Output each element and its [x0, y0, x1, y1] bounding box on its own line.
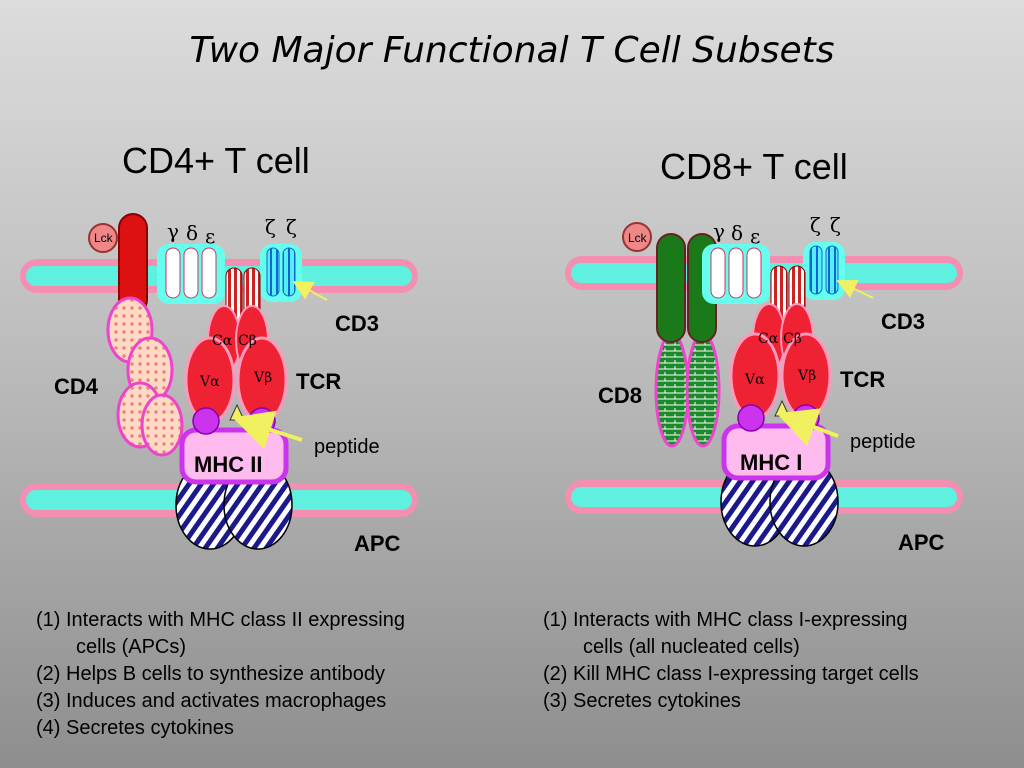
cd4-cd3-gde [157, 244, 225, 304]
cd4-function-list: (1) Interacts with MHC class II expressi… [36, 607, 405, 742]
cd4-delta-label: δ [186, 221, 199, 245]
cd4-epsilon-label: ε [205, 224, 216, 248]
cd4-tcr [184, 267, 288, 424]
cd4-zeta1-label: ζ [265, 215, 276, 239]
cd4-diagram [20, 213, 418, 550]
cd8-tcr-label: TCR [840, 367, 886, 392]
cd8-cell-heading: CD8+ T cell [660, 146, 848, 187]
cd4-cell-heading: CD4+ T cell [122, 140, 310, 181]
cd4-function-item: (2) Helps B cells to synthesize antibody [36, 663, 386, 685]
cd4-cd3-arrow [292, 281, 328, 301]
cd4-tcr-label: TCR [296, 369, 342, 394]
cd8-cd3-gde [702, 244, 770, 304]
cd8-mhc-label: MHC I [740, 450, 803, 475]
cd8-v-alpha-label: Vα [745, 372, 765, 388]
cd8-gamma-label: γ [713, 219, 725, 243]
cd4-mhc-label: MHC II [194, 452, 263, 477]
cd4-lck-label: Lck [94, 231, 113, 245]
cd4-lck-circle [88, 223, 118, 253]
cd8-delta-label: δ [731, 221, 744, 245]
cd4-v-alpha-label: Vα [200, 374, 220, 390]
cd8-cd3-zeta [803, 242, 845, 300]
cd8-peptide-arrow [776, 408, 839, 446]
cd4-function-item: (4) Secretes cytokines [36, 717, 234, 739]
cd4-v-beta-label: Vβ [254, 370, 273, 386]
cd8-peptide-label: peptide [850, 431, 916, 453]
cd4-cd3-label: CD3 [335, 311, 380, 336]
cd8-v-beta-label: Vβ [798, 368, 817, 384]
cd8-diagram [565, 222, 963, 547]
cd8-coreceptor-label: CD8 [598, 383, 643, 408]
cd8-apc-label: APC [898, 530, 945, 555]
cd4-function-item: cells (APCs) [76, 636, 187, 658]
cd4-function-item: (3) Induces and activates macrophages [36, 690, 387, 712]
cd8-lck-label: Lck [628, 231, 647, 245]
cd8-function-item: (2) Kill MHC class I-expressing target c… [543, 663, 919, 685]
cd4-c-alpha-label: Cα [212, 333, 233, 349]
cd4-peptide-arrow [232, 410, 303, 449]
cd8-zeta2-label: ζ [830, 213, 841, 237]
cd8-function-list: (1) Interacts with MHC class I-expressin… [543, 607, 919, 715]
cd4-cd3-zeta [260, 244, 302, 302]
cd8-cd3-label: CD3 [881, 309, 926, 334]
cd4-gamma-label: γ [167, 219, 179, 243]
cd4-apc-label: APC [354, 531, 401, 556]
slide-title: Two Major Functional T Cell Subsets [189, 30, 835, 71]
cd8-cd3-arrow [836, 279, 874, 299]
cd8-coreceptor [654, 233, 721, 448]
cd4-zeta2-label: ζ [286, 215, 297, 239]
cd4-peptide-label: peptide [314, 436, 380, 458]
cd8-function-item: cells (all nucleated cells) [583, 636, 800, 658]
cd8-epsilon-label: ε [750, 224, 761, 248]
cd8-function-item: (3) Secretes cytokines [543, 690, 741, 712]
cd4-c-beta-label: Cβ [238, 333, 257, 349]
cd4-coreceptor [106, 213, 184, 457]
cd8-c-beta-label: Cβ [783, 331, 802, 347]
cd8-c-alpha-label: Cα [758, 331, 779, 347]
cd4-function-item: (1) Interacts with MHC class II expressi… [36, 609, 405, 631]
cd4-coreceptor-label: CD4 [54, 374, 99, 399]
cd8-lck-circle [622, 222, 652, 252]
cd8-function-item: (1) Interacts with MHC class I-expressin… [543, 609, 908, 631]
cd8-zeta1-label: ζ [810, 213, 821, 237]
